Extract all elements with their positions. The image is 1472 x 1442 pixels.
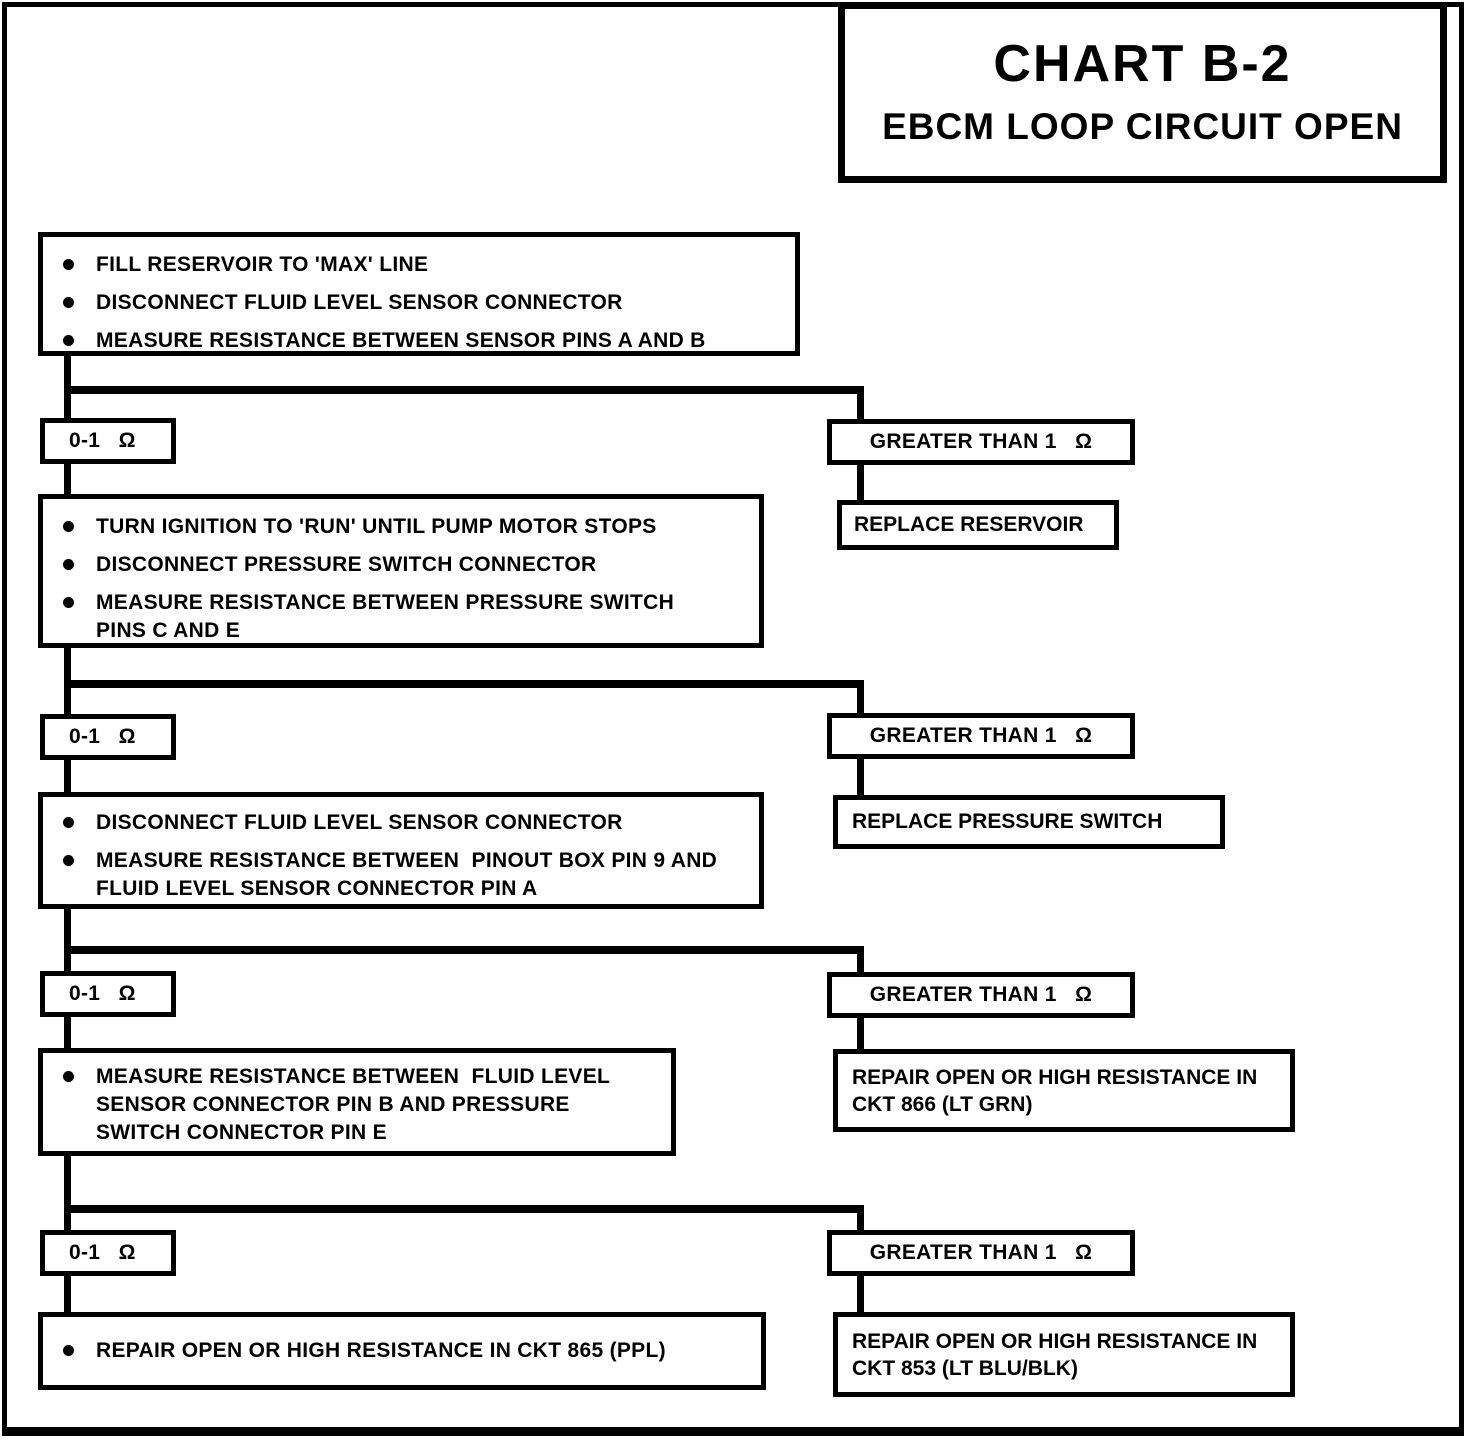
bullet-item: DISCONNECT FLUID LEVEL SENSOR CONNECTOR [63,809,729,837]
connector-line [857,680,864,718]
step-text: DISCONNECT PRESSURE SWITCH CONNECTOR [96,553,597,576]
chart-subtitle: EBCM LOOP CIRCUIT OPEN [882,105,1403,147]
outcome-repair-ckt866: REPAIR OPEN OR HIGH RESISTANCE IN CKT 86… [833,1049,1295,1132]
step-text: DISCONNECT FLUID LEVEL SENSOR CONNECTOR [96,291,623,314]
connector-line [857,386,864,424]
step-text: MEASURE RESISTANCE BETWEEN PINOUT BOX PI… [96,849,724,900]
connector-line [64,1272,71,1316]
outcome-replace-pressure-switch: REPLACE PRESSURE SWITCH [833,795,1225,849]
bullet-icon [63,521,74,532]
connector-line [857,1205,864,1236]
outcome-replace-reservoir: REPLACE RESERVOIR [837,500,1119,550]
bullet-item: REPAIR OPEN OR HIGH RESISTANCE IN CKT 86… [63,1337,755,1365]
decision-low-4: 0-1 Ω [40,1230,176,1276]
step-box-3: DISCONNECT FLUID LEVEL SENSOR CONNECTOR … [38,792,764,909]
chart-title-box: CHART B-2 EBCM LOOP CIRCUIT OPEN [838,2,1447,183]
bullet-item: DISCONNECT FLUID LEVEL SENSOR CONNECTOR [63,289,765,317]
outcome-repair-ckt865-box: REPAIR OPEN OR HIGH RESISTANCE IN CKT 86… [38,1312,766,1390]
step-text: MEASURE RESISTANCE BETWEEN SENSOR PINS A… [96,329,706,352]
connector-line [857,459,864,505]
connector-line [64,680,864,688]
step-text: TURN IGNITION TO 'RUN' UNTIL PUMP MOTOR … [96,515,657,538]
bullet-item: MEASURE RESISTANCE BETWEEN PRESSURE SWIT… [63,589,729,645]
bullet-item: MEASURE RESISTANCE BETWEEN SENSOR PINS A… [63,327,765,355]
connector-line [64,459,71,499]
step-box-4: MEASURE RESISTANCE BETWEEN FLUID LEVEL S… [38,1048,676,1156]
bullet-icon [63,817,74,828]
bullet-item: TURN IGNITION TO 'RUN' UNTIL PUMP MOTOR … [63,513,729,541]
step-text: MEASURE RESISTANCE BETWEEN FLUID LEVEL S… [96,1065,616,1144]
bullet-icon [63,1345,74,1356]
decision-low-2: 0-1 Ω [40,714,176,760]
outcome-repair-ckt865: REPAIR OPEN OR HIGH RESISTANCE IN CKT 86… [96,1339,666,1362]
connector-line [64,1205,864,1213]
step-box-2: TURN IGNITION TO 'RUN' UNTIL PUMP MOTOR … [38,494,764,648]
bullet-icon [63,855,74,866]
decision-low-3: 0-1 Ω [40,971,176,1017]
bullet-icon [63,259,74,270]
step-box-1: FILL RESERVOIR TO 'MAX' LINE DISCONNECT … [38,232,800,356]
decision-high-4: GREATER THAN 1 Ω [827,1230,1135,1276]
step-text: DISCONNECT FLUID LEVEL SENSOR CONNECTOR [96,811,623,834]
bullet-icon [63,297,74,308]
connector-line [64,905,71,977]
chart-title: CHART B-2 [993,35,1292,94]
bullet-item: FILL RESERVOIR TO 'MAX' LINE [63,251,765,279]
connector-line [857,1272,864,1316]
decision-high-3: GREATER THAN 1 Ω [827,972,1135,1018]
step-text: MEASURE RESISTANCE BETWEEN PRESSURE SWIT… [96,591,681,642]
decision-high-2: GREATER THAN 1 Ω [827,713,1135,759]
bullet-icon [63,335,74,346]
connector-line [857,1014,864,1054]
connector-line [857,946,864,978]
connector-line [64,755,71,797]
bullet-icon [63,1071,74,1082]
step-text: FILL RESERVOIR TO 'MAX' LINE [96,253,429,276]
bullet-item: MEASURE RESISTANCE BETWEEN FLUID LEVEL S… [63,1063,647,1147]
connector-line [64,1152,71,1236]
bullet-item: MEASURE RESISTANCE BETWEEN PINOUT BOX PI… [63,847,729,903]
connector-line [64,1013,71,1053]
bullet-icon [63,597,74,608]
bullet-icon [63,559,74,570]
connector-line [64,386,864,394]
bullet-item: DISCONNECT PRESSURE SWITCH CONNECTOR [63,551,729,579]
connector-line [64,946,864,954]
decision-high-1: GREATER THAN 1 Ω [827,419,1135,465]
connector-line [857,754,864,800]
decision-low-1: 0-1 Ω [40,418,176,464]
outcome-repair-ckt853: REPAIR OPEN OR HIGH RESISTANCE IN CKT 85… [833,1312,1295,1397]
